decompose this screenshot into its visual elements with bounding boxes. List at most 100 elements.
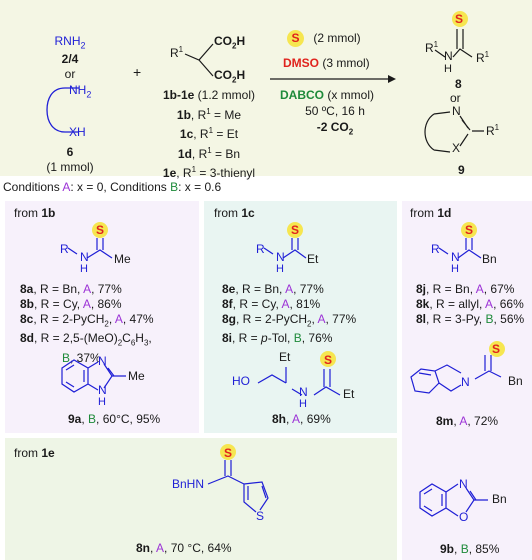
p1c-et-label: Et [307,252,319,266]
p1b-9a-me: Me [128,369,145,383]
sulfur-atom-highlight [452,11,468,27]
thioacetamide-structure [67,222,113,259]
p1d-8m-n: N [461,375,470,389]
malonic-acid-structure [184,43,214,77]
benzimidazole-bonds [61,359,126,393]
sulfur-atom-highlight [461,222,477,238]
amino-compound-structure [46,87,79,133]
caption-8n: 8n, A, 70 °C, 64% [136,541,232,555]
panel-1e-background [5,438,397,560]
panel-1e-title: from 1e [14,446,55,460]
sulfur-atom-highlight [220,444,236,460]
product-s-atom: S [455,12,464,26]
acid-legend: 1b-1e (1.2 mmol) 1b, R1 = Me 1c, R1 = Et… [145,88,273,182]
p1b-r-label: R [60,242,69,256]
heterocycle-x-label: X [452,141,461,155]
p1d-8m-bn: Bn [508,374,523,388]
conditions-line: Conditions A: x = 0, Conditions B: x = 0… [3,180,222,194]
result-8f: 8f, R = Cy, A, 81% [222,297,321,311]
acid-legend-line4: 1d, R1 = Bn [177,145,241,161]
heterocycle-bonds [424,111,484,153]
p1d-r-label: R [431,242,440,256]
heterocycle-product-structure [424,111,484,153]
thiophenylacetamide-structure [438,222,482,259]
thiophene-thioamide-structure [207,444,269,513]
caption-9b: 9b, B, 85% [440,542,500,556]
amine-or: or [64,67,76,81]
acid-r1: R1 [170,45,184,60]
thiophenylacetamide-bonds [438,238,482,259]
p1e-thiophene-s: S [256,509,265,523]
panel-1d-background [402,201,532,560]
product-label-8: 8 [455,77,462,91]
p1c-8h-et-right: Et [343,387,355,401]
sulfur-reagent: S (2 mmol) [287,30,361,47]
acid-co2h-top: CO2H [214,34,246,51]
co2-loss: -2 CO2 [316,120,354,137]
thiopropanamide-bonds [263,238,307,259]
panel-1b-background [5,201,199,433]
benzoxazole-bonds [419,483,488,517]
product-label-9: 9 [458,163,465,177]
thioacetamide-bonds [67,238,113,259]
result-8j: 8j, R = Bn, A, 67% [416,282,515,296]
sulfur-atom-highlight [92,222,108,238]
p1c-s-atom: S [291,223,300,237]
p1c-8h-et-top: Et [279,350,291,364]
p1b-9a-n-top: N [98,354,107,368]
plus-sign: + [133,64,142,80]
amine-nh2: NH2 [69,83,92,100]
acid-legend-line2: 1b, R1 = Me [176,106,242,122]
result-8g: 8g, R = 2-PyCH2, A, 77% [222,312,357,329]
result-8a: 8a, R = Bn, A, 77% [20,282,122,296]
result-8l: 8l, R = 3-Py, B, 56% [416,312,525,326]
p1c-8h-ho: HO [232,374,250,388]
acid-co2h-bottom: CO2H [214,68,246,85]
p1d-8m-s-atom: S [492,342,501,356]
thioamide-bonds [434,29,473,58]
dabco-reagent: DABCO (x mmol) [280,88,374,102]
p1e-s-atom: S [224,446,233,460]
caption-8h: 8h, A, 69% [272,412,331,426]
hydroxy-thioamide-bonds [257,367,341,396]
malonic-acid-bonds [184,43,214,77]
p1d-9b-n: N [459,477,468,491]
heterocycle-r1: R1 [486,123,500,138]
product-r1-left: R1 [425,40,439,55]
p1e-bnhn: BnHN [172,477,205,491]
p1d-bn-label: Bn [482,252,497,266]
acid-legend-line1: 1b-1e (1.2 mmol) [162,88,256,102]
amine-amount: (1 mmol) [46,160,94,174]
p1d-9b-o: O [459,510,469,524]
sulfur-badge: S [287,30,304,47]
result-8d: 8d, R = 2,5-(MeO)2C6H3, [20,331,152,348]
heterocycle-n: N [452,104,461,118]
hydroxy-thioamide-structure [257,351,341,396]
caption-8m: 8m, A, 72% [436,414,499,428]
acid-legend-line3: 1c, R1 = Et [179,126,239,141]
sulfur-atom-highlight [320,351,336,367]
amine-xh: XH [69,125,86,139]
panel-1b-title: from 1b [14,206,56,220]
p1b-results: 8a, R = Bn, A, 77% 8b, R = Cy, A, 86% 8c… [20,282,154,366]
reaction-arrow [270,75,396,83]
sulfur-atom-highlight [287,222,303,238]
dmso-reagent: DMSO (3 mmol) [283,56,370,70]
p1d-9b-bn: Bn [492,492,507,506]
thioamide-product-structure [434,11,473,58]
product-r1-right: R1 [476,50,490,65]
temperature-time: 50 ºC, 16 h [305,104,365,118]
amino-compound-bonds [46,87,79,133]
result-8c: 8c, R = 2-PyCH2, A, 47% [20,312,154,329]
result-8d-cont: B, 37% [62,350,101,365]
p1b-me-label: Me [114,252,131,266]
result-8b: 8b, R = Cy, A, 86% [20,297,122,311]
panel-1d-title: from 1d [410,206,452,220]
product-or: or [450,91,461,105]
